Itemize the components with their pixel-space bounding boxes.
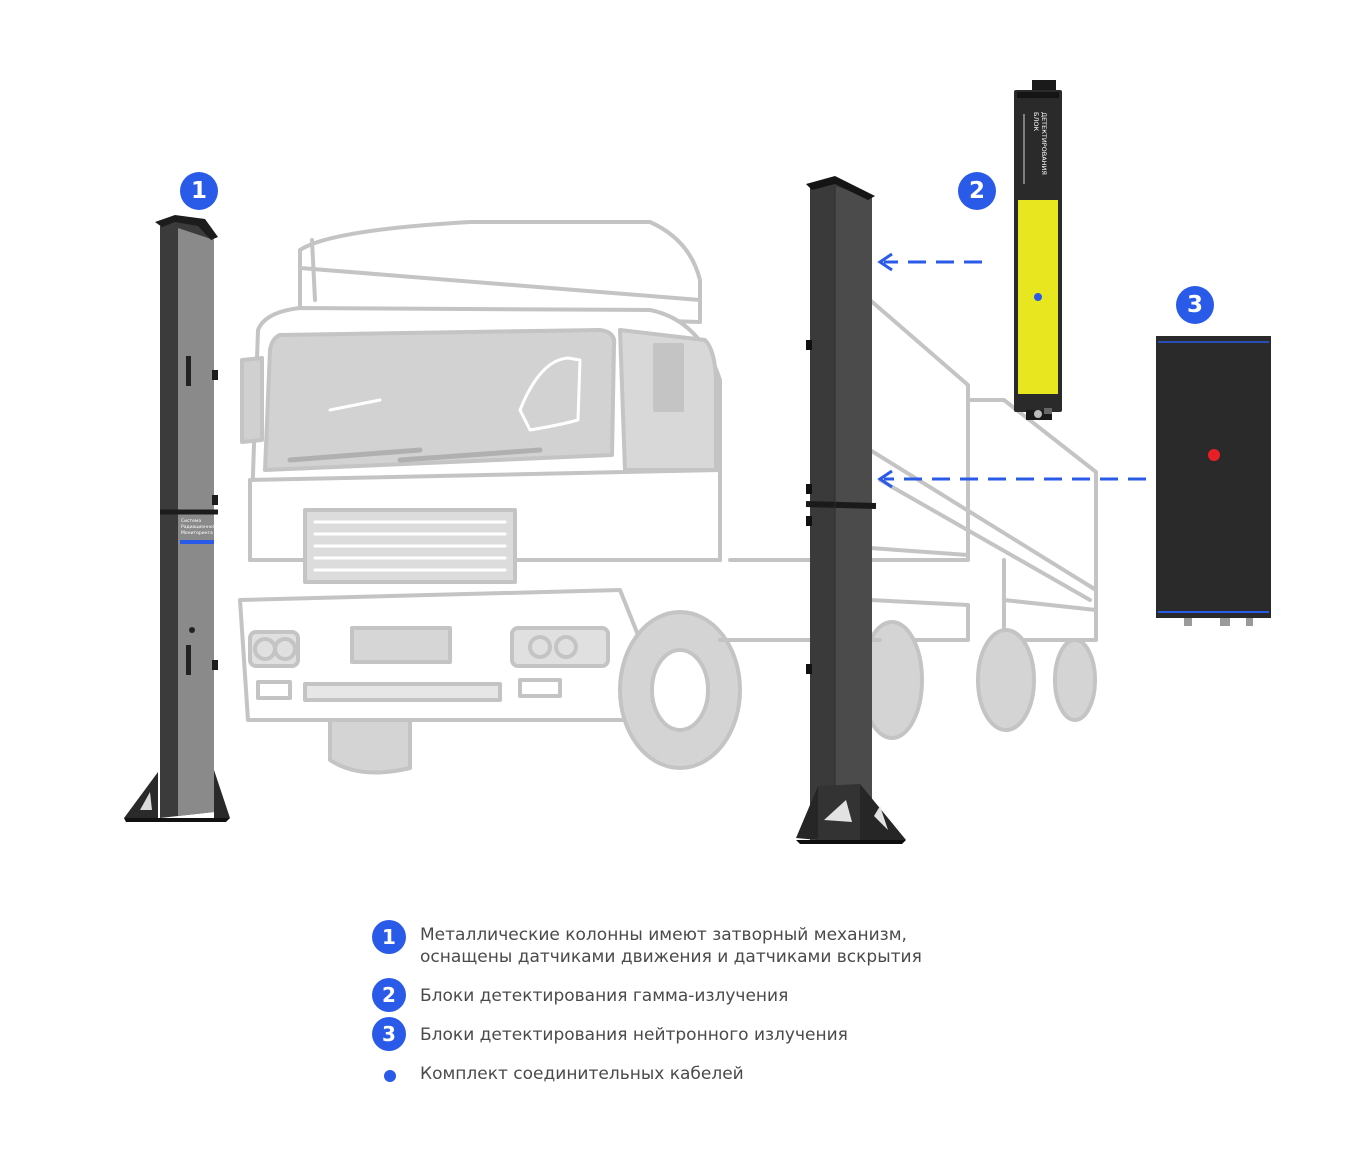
legend-item-neutron: 3 Блоки детектирования нейтронного излуч… — [372, 1017, 1072, 1051]
right-metal-column — [796, 176, 906, 844]
legend-text-gamma: Блоки детектирования гамма-излучения — [420, 986, 789, 1006]
legend-item-cables: Комплект соединительных кабелей — [372, 1063, 1072, 1085]
badge-neutron-block: 3 — [1176, 286, 1214, 324]
column-label-line-3: Мониторинга — [181, 530, 213, 536]
neutron-indicator-icon — [1208, 449, 1220, 461]
legend-marker-2: 2 — [372, 978, 406, 1012]
left-metal-column: Система Радиационного Мониторинга — [124, 215, 230, 822]
dot-icon — [384, 1070, 396, 1082]
legend-text-cables: Комплект соединительных кабелей — [420, 1064, 744, 1084]
badge-column: 1 — [180, 172, 218, 210]
gamma-dot-icon — [1034, 293, 1042, 301]
gamma-label-line-2: ДЕТЕКТИРОВАНИЯ — [1040, 112, 1048, 175]
legend-item-gamma: 2 Блоки детектирования гамма-излучения — [372, 978, 1072, 1012]
gamma-connection-arrow — [877, 252, 982, 272]
badge-gamma-block: 2 — [958, 172, 996, 210]
legend-marker-3: 3 — [372, 1017, 406, 1051]
left-arrow-icon — [877, 252, 893, 272]
legend-item-columns: 1 Металлические колонны имеют затворный … — [372, 920, 1072, 968]
legend-text-line-2: оснащены датчиками движения и датчиками … — [420, 947, 922, 967]
gamma-detection-block: БЛОК ДЕТЕКТИРОВАНИЯ — [1014, 80, 1062, 420]
legend: 1 Металлические колонны имеют затворный … — [372, 918, 1072, 1085]
legend-text-line-1: Металлические колонны имеют затворный ме… — [420, 925, 907, 945]
gamma-block-label: БЛОК ДЕТЕКТИРОВАНИЯ — [1032, 112, 1048, 175]
legend-marker-1: 1 — [372, 920, 406, 954]
gamma-label-line-1: БЛОК — [1032, 112, 1040, 131]
neutron-connection-arrow — [877, 469, 1146, 489]
column-label-line-2: Радиационного — [181, 524, 218, 530]
column-label-line-1: Система — [181, 518, 201, 524]
system-diagram: Система Радиационного Мониторинга — [124, 80, 1271, 844]
legend-text-neutron: Блоки детектирования нейтронного излучен… — [420, 1025, 848, 1045]
left-arrow-icon — [877, 469, 893, 489]
neutron-detection-block — [1156, 336, 1271, 626]
truck-illustration — [238, 220, 1098, 775]
